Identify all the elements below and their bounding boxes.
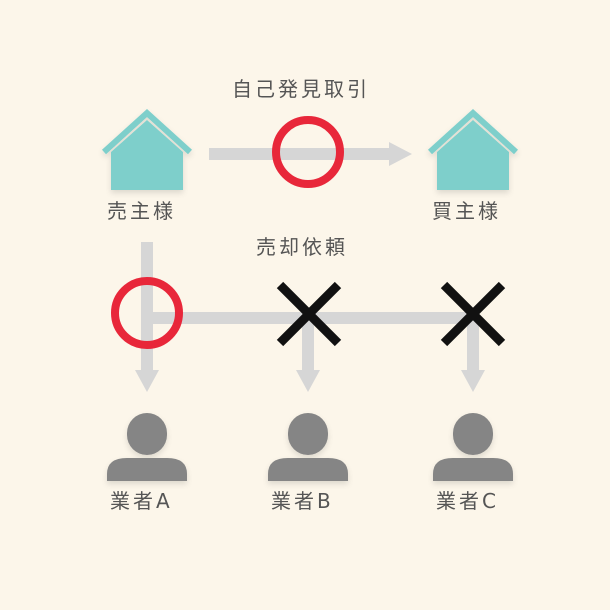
seller-house-icon (101, 108, 193, 190)
agent-c-person-icon (433, 413, 513, 481)
agent-b-person-icon (268, 413, 348, 481)
self-discovery-deal-label: 自己発見取引 (232, 77, 370, 101)
agent-b-label: 業者B (271, 489, 334, 513)
agent-c-ng-mark (440, 281, 506, 347)
seller-label: 売主様 (107, 199, 176, 223)
agent-a-ok-mark (111, 277, 183, 349)
agent-b-ng-mark (276, 281, 342, 347)
agent-a-label: 業者A (110, 489, 173, 513)
buyer-house-icon (427, 108, 519, 190)
agent-c-label: 業者C (436, 489, 499, 513)
agent-a-person-icon (107, 413, 187, 481)
seller-to-buyer-arrow (209, 142, 412, 166)
buyer-label: 買主様 (432, 199, 501, 223)
self-discovery-ok-mark (272, 116, 344, 188)
sale-request-label: 売却依頼 (256, 235, 348, 259)
